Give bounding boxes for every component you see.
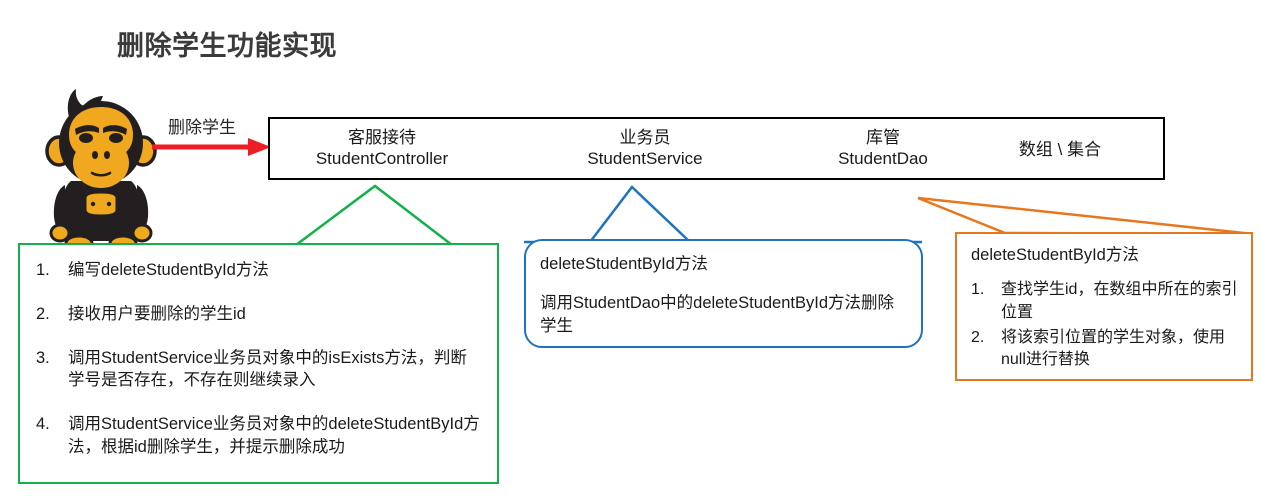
controller-step-4-text: 调用StudentService业务员对象中的deleteStudentById… [68, 415, 480, 456]
list-item: 1. 编写deleteStudentById方法 [36, 259, 481, 282]
controller-step-3-text: 调用StudentService业务员对象中的isExists方法，判断学号是否… [68, 348, 467, 390]
layer-controller-role: 客服接待 [348, 128, 416, 147]
layer-service-role: 业务员 [619, 128, 671, 147]
list-item: 4. 调用StudentService业务员对象中的deleteStudentB… [36, 413, 481, 459]
service-body: 调用StudentDao中的deleteStudentById方法删除学生 [540, 294, 895, 335]
controller-step-1-text: 编写deleteStudentById方法 [68, 261, 269, 279]
controller-step-3-num: 3. [36, 348, 50, 367]
connector-service [524, 185, 922, 244]
controller-step-list: 1. 编写deleteStudentById方法 2. 接收用户要删除的学生id… [36, 259, 481, 459]
layer-storage: 数组 \ 集合 [960, 139, 1160, 160]
service-heading: deleteStudentById方法 [540, 255, 708, 273]
layer-service-class: StudentService [587, 149, 703, 169]
layer-dao: 库管 StudentDao [783, 127, 983, 170]
flow-arrow-label: 删除学生 [168, 118, 236, 137]
layer-dao-role: 库管 [866, 128, 900, 147]
list-item: 2. 将该索引位置的学生对象，使用null进行替换 [971, 327, 1239, 371]
gorilla-mascot [45, 85, 157, 252]
callout-dao: deleteStudentById方法 1. 查找学生id，在数组中所在的索引位… [955, 232, 1253, 381]
controller-step-2-num: 2. [36, 304, 50, 323]
page-title: 删除学生功能实现 [117, 31, 337, 61]
list-item: 2. 接收用户要删除的学生id [36, 303, 481, 326]
architecture-layers-bar: 客服接待 StudentController 业务员 StudentServic… [268, 117, 1165, 180]
callout-controller: 1. 编写deleteStudentById方法 2. 接收用户要删除的学生id… [18, 243, 499, 484]
dao-step-1-num: 1. [971, 281, 985, 299]
layer-controller-class: StudentController [315, 149, 449, 169]
controller-step-2-text: 接收用户要删除的学生id [68, 304, 246, 323]
dao-heading: deleteStudentById方法 [971, 246, 1139, 264]
layer-service: 业务员 StudentService [545, 127, 745, 170]
layer-dao-class: StudentDao [838, 149, 928, 169]
dao-step-1-text: 查找学生id，在数组中所在的索引位置 [1001, 281, 1238, 321]
dao-step-list: 1. 查找学生id，在数组中所在的索引位置 2. 将该索引位置的学生对象，使用n… [971, 279, 1239, 370]
list-item: 1. 查找学生id，在数组中所在的索引位置 [971, 279, 1239, 323]
dao-step-2-num: 2. [971, 328, 985, 346]
layer-storage-role: 数组 \ 集合 [1018, 140, 1102, 159]
layer-controller: 客服接待 StudentController [282, 127, 482, 170]
connector-dao [917, 196, 1254, 236]
red-arrow-right-icon [152, 138, 271, 156]
controller-step-1-num: 1. [36, 261, 50, 279]
list-item: 3. 调用StudentService业务员对象中的isExists方法，判断学… [36, 347, 481, 393]
callout-service: deleteStudentById方法 调用StudentDao中的delete… [524, 239, 923, 348]
controller-step-4-num: 4. [36, 415, 50, 434]
dao-step-2-text: 将该索引位置的学生对象，使用null进行替换 [1001, 328, 1226, 368]
